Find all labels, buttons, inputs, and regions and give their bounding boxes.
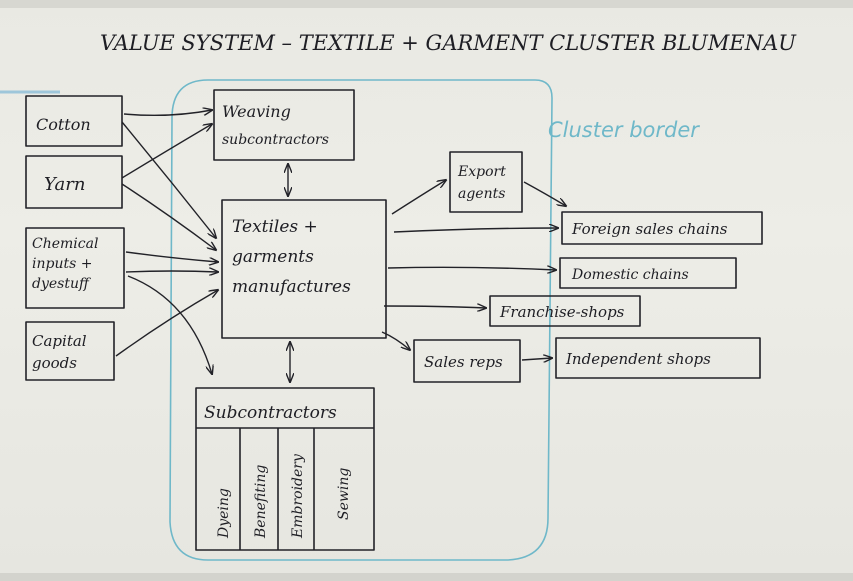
box-sales-reps: Sales reps xyxy=(413,339,521,383)
box-export-agents: Export agents xyxy=(449,151,523,213)
box-franchise-shops: Franchise-shops xyxy=(489,295,641,327)
domestic-label: Domestic chains xyxy=(571,267,689,283)
export-line1: Export xyxy=(457,164,506,180)
box-weaving-subcontractors: Weaving subcontractors xyxy=(213,89,355,161)
export-line2: agents xyxy=(458,186,505,202)
arrow-capital-manufacturers xyxy=(115,290,218,357)
box-subcontractors: Subcontractors Dyeing Benefiting Embroid… xyxy=(195,387,375,551)
arrow-manufacturers-foreign xyxy=(393,228,558,233)
sub-col-benefiting: Benefiting xyxy=(253,465,269,539)
input-yarn-label: Yarn xyxy=(44,174,85,195)
sales-reps-label: Sales reps xyxy=(424,353,503,371)
arrow-chemical-subcontractors xyxy=(127,275,212,374)
arrow-manufacturers-franchise xyxy=(383,306,486,308)
input-cotton-label: Cotton xyxy=(36,115,91,134)
arrow-cotton-manufacturers xyxy=(121,121,216,238)
sub-col-embroidery: Embroidery xyxy=(290,453,306,539)
box-domestic-chains: Domestic chains xyxy=(559,257,737,289)
input-cotton: Cotton xyxy=(25,95,123,147)
foreign-label: Foreign sales chains xyxy=(571,220,728,238)
arrows xyxy=(115,110,566,382)
arrow-manufacturers-salesreps xyxy=(381,331,410,350)
sub-col-dyeing: Dyeing xyxy=(216,488,232,539)
arrow-chemical-manufacturers-2 xyxy=(125,271,218,272)
franchise-label: Franchise-shops xyxy=(499,303,625,321)
independent-label: Independent shops xyxy=(565,350,711,368)
input-chemical: Chemical inputs + dyestuff xyxy=(25,227,125,309)
box-foreign-sales-chains: Foreign sales chains xyxy=(561,211,763,245)
subcontractors-title: Subcontractors xyxy=(204,403,337,423)
arrow-cotton-weaving xyxy=(123,110,212,117)
sub-col-sewing: Sewing xyxy=(336,468,352,520)
input-capital-line2: goods xyxy=(32,354,77,372)
weaving-line2: subcontractors xyxy=(222,132,329,148)
arrow-yarn-manufacturers xyxy=(121,183,216,250)
manufacturers-line1: Textiles + xyxy=(232,217,318,237)
arrow-manufacturers-export xyxy=(391,180,446,215)
diagram-title: VALUE SYSTEM – TEXTILE + GARMENT CLUSTER… xyxy=(100,31,797,55)
weaving-line1: Weaving xyxy=(222,102,291,121)
arrow-export-foreign xyxy=(523,181,566,206)
input-yarn: Yarn xyxy=(25,155,123,209)
box-manufacturers: Textiles + garments manufactures xyxy=(221,199,387,339)
paper-top-edge xyxy=(0,0,853,8)
arrow-salesreps-independent xyxy=(521,358,552,360)
paper-bottom-edge xyxy=(0,573,853,581)
cluster-border-label: Cluster border xyxy=(548,118,700,142)
box-independent-shops: Independent shops xyxy=(555,337,761,379)
manufacturers-line3: manufactures xyxy=(232,277,351,297)
cluster-border xyxy=(169,79,553,561)
input-chemical-line2: inputs + xyxy=(32,256,92,272)
manufacturers-line2: garments xyxy=(232,247,314,267)
input-capital: Capital goods xyxy=(25,321,115,381)
arrow-chemical-manufacturers-1 xyxy=(125,251,218,262)
input-chemical-line1: Chemical xyxy=(32,236,98,252)
input-capital-line1: Capital xyxy=(32,332,87,350)
arrow-yarn-weaving xyxy=(121,124,212,179)
input-chemical-line3: dyestuff xyxy=(32,276,91,292)
arrow-manufacturers-domestic xyxy=(387,267,556,270)
